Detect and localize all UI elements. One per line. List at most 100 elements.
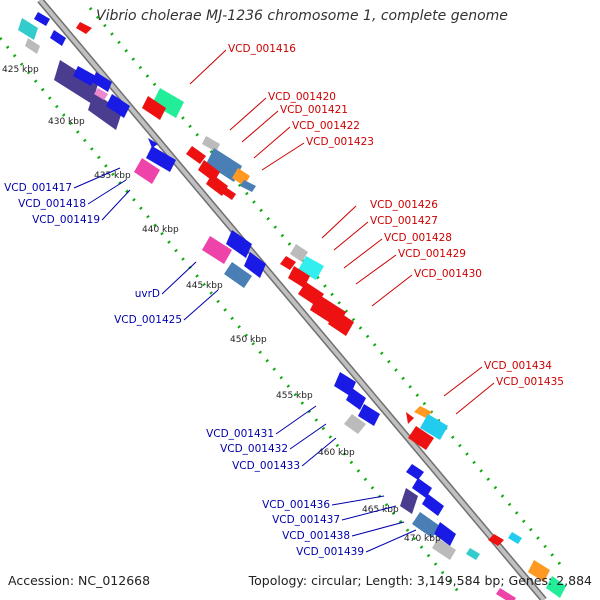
gene-feature[interactable] bbox=[328, 310, 354, 336]
forward-gene-label[interactable]: VCD_001422 bbox=[292, 120, 360, 132]
gene-feature[interactable] bbox=[334, 372, 356, 396]
gene-feature[interactable] bbox=[244, 252, 266, 278]
forward-label-leader bbox=[343, 238, 383, 269]
gene-feature[interactable] bbox=[406, 464, 424, 480]
reverse-label-leader bbox=[275, 405, 317, 435]
forward-label-leader bbox=[229, 97, 267, 131]
kbp-tick-label: 435 kbp bbox=[94, 171, 131, 181]
forward-gene-label[interactable]: VCD_001416 bbox=[228, 43, 296, 55]
kbp-tick-label: 470 kbp bbox=[404, 534, 441, 544]
reverse-gene-label[interactable]: VCD_001437 bbox=[272, 514, 340, 526]
reverse-gene-label[interactable]: VCD_001419 bbox=[32, 214, 100, 226]
reverse-gene-label[interactable]: VCD_001436 bbox=[262, 499, 330, 511]
gene-feature[interactable] bbox=[18, 18, 38, 40]
reverse-gene-label[interactable]: VCD_001439 bbox=[296, 546, 364, 558]
gene-feature[interactable] bbox=[346, 388, 366, 410]
gene-feature[interactable] bbox=[400, 488, 418, 514]
reverse-label-leader bbox=[87, 179, 127, 205]
gene-feature[interactable] bbox=[288, 266, 310, 288]
kbp-tick-label: 455 kbp bbox=[276, 391, 313, 401]
forward-gene-label[interactable]: VCD_001420 bbox=[268, 91, 336, 103]
kbp-tick-label: 440 kbp bbox=[142, 225, 179, 235]
gene-feature[interactable] bbox=[298, 256, 324, 280]
gene-feature[interactable] bbox=[146, 146, 176, 172]
gene-feature[interactable] bbox=[344, 414, 366, 434]
gene-feature[interactable] bbox=[408, 426, 434, 450]
reverse-gene-label[interactable]: VCD_001431 bbox=[206, 428, 274, 440]
forward-label-leader bbox=[241, 110, 279, 143]
gene-feature[interactable] bbox=[412, 512, 440, 538]
gene-feature[interactable] bbox=[186, 146, 206, 164]
gene-feature[interactable] bbox=[73, 66, 96, 86]
reverse-gene-label[interactable]: VCD_001417 bbox=[4, 182, 72, 194]
forward-gene-label[interactable]: VCD_001428 bbox=[384, 232, 452, 244]
gene-feature[interactable] bbox=[432, 538, 456, 560]
gene-feature[interactable] bbox=[406, 412, 414, 424]
gene-feature[interactable] bbox=[528, 560, 550, 582]
reverse-label-leader bbox=[365, 529, 417, 553]
gene-feature[interactable] bbox=[94, 88, 108, 100]
reverse-label-leader bbox=[73, 167, 121, 189]
gene-feature[interactable] bbox=[488, 534, 504, 546]
gene-feature[interactable] bbox=[152, 88, 184, 118]
gene-feature[interactable] bbox=[88, 92, 122, 130]
kbp-tick-label: 425 kbp bbox=[2, 65, 39, 75]
gene-feature[interactable] bbox=[420, 414, 448, 440]
reverse-gene-label[interactable]: VCD_001433 bbox=[232, 460, 300, 472]
gene-feature[interactable] bbox=[224, 262, 252, 288]
reverse-strand-features bbox=[18, 12, 480, 560]
forward-gene-label[interactable]: VCD_001427 bbox=[370, 215, 438, 227]
gene-feature[interactable] bbox=[434, 522, 456, 546]
forward-gene-label[interactable]: VCD_001421 bbox=[280, 104, 348, 116]
gene-feature[interactable] bbox=[25, 38, 40, 54]
gene-feature[interactable] bbox=[92, 72, 112, 92]
gene-feature[interactable] bbox=[206, 148, 242, 182]
forward-gene-label[interactable]: VCD_001435 bbox=[496, 376, 564, 388]
gene-feature[interactable] bbox=[34, 12, 50, 26]
reverse-gene-label[interactable]: VCD_001418 bbox=[18, 198, 86, 210]
forward-gene-labels: VCD_001416VCD_001420VCD_001421VCD_001422… bbox=[189, 43, 564, 415]
gene-feature[interactable] bbox=[508, 532, 522, 544]
gene-feature[interactable] bbox=[220, 186, 236, 200]
gene-feature[interactable] bbox=[280, 256, 296, 270]
gene-feature[interactable] bbox=[142, 96, 166, 120]
gene-feature[interactable] bbox=[240, 180, 256, 192]
accession-text: Accession: NC_012668 bbox=[8, 573, 151, 588]
gene-feature[interactable] bbox=[466, 548, 480, 560]
gene-feature[interactable] bbox=[412, 478, 432, 498]
gene-feature[interactable] bbox=[76, 22, 92, 34]
gene-feature[interactable] bbox=[54, 60, 98, 104]
gene-feature[interactable] bbox=[226, 230, 252, 258]
gene-feature[interactable] bbox=[202, 236, 232, 264]
forward-label-leader bbox=[355, 254, 397, 285]
gene-feature[interactable] bbox=[496, 588, 516, 600]
forward-label-leader bbox=[189, 49, 227, 85]
forward-gene-label[interactable]: VCD_001430 bbox=[414, 268, 482, 280]
gene-feature[interactable] bbox=[358, 404, 380, 426]
forward-label-leader bbox=[333, 221, 369, 251]
forward-gene-label[interactable]: VCD_001434 bbox=[484, 360, 552, 372]
forward-strand-features bbox=[76, 22, 566, 600]
gene-feature[interactable] bbox=[546, 576, 566, 598]
reverse-gene-label[interactable]: VCD_001432 bbox=[220, 443, 288, 455]
forward-gene-label[interactable]: VCD_001423 bbox=[306, 136, 374, 148]
gene-feature[interactable] bbox=[290, 244, 308, 262]
gene-feature[interactable] bbox=[202, 136, 220, 152]
forward-gene-label[interactable]: VCD_001426 bbox=[370, 199, 438, 211]
reverse-label-leader bbox=[341, 505, 397, 521]
reverse-gene-label[interactable]: VCD_001438 bbox=[282, 530, 350, 542]
kbp-tick-label: 445 kbp bbox=[186, 281, 223, 291]
gene-feature[interactable] bbox=[134, 158, 160, 184]
reverse-label-leader bbox=[161, 261, 197, 295]
reverse-label-leader bbox=[301, 437, 337, 467]
gene-feature[interactable] bbox=[422, 494, 444, 516]
gene-feature[interactable] bbox=[148, 138, 158, 148]
kbp-tick-label: 450 kbp bbox=[230, 335, 267, 345]
gene-feature[interactable] bbox=[106, 94, 130, 118]
gene-feature[interactable] bbox=[50, 30, 66, 46]
forward-gene-label[interactable]: VCD_001429 bbox=[398, 248, 466, 260]
forward-label-leader bbox=[321, 205, 357, 239]
reverse-gene-label[interactable]: uvrD bbox=[135, 288, 160, 300]
reverse-gene-label[interactable]: VCD_001425 bbox=[114, 314, 182, 326]
